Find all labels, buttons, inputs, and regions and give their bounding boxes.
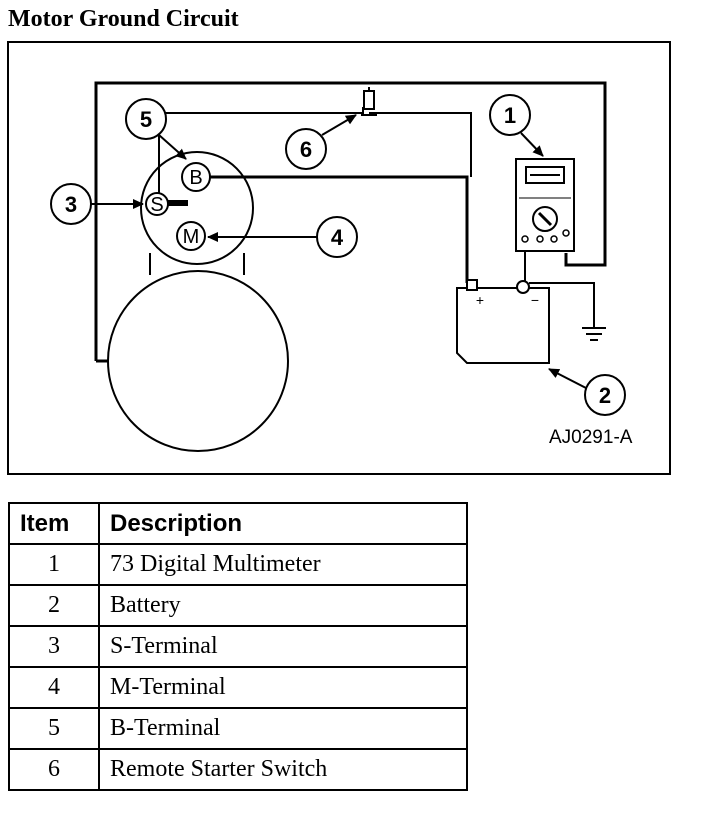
callout-5-number: 5 bbox=[140, 107, 152, 132]
figure-code: AJ0291-A bbox=[549, 427, 633, 448]
legend-table: Item Description 1 73 Digital Multimeter… bbox=[8, 502, 468, 791]
ground-loop-wire bbox=[94, 81, 607, 361]
description-cell: S-Terminal bbox=[98, 625, 468, 668]
legend-header-row: Item Description bbox=[8, 502, 468, 545]
digital-multimeter bbox=[515, 158, 575, 252]
item-cell: 6 bbox=[8, 748, 100, 791]
callout-2: 2 bbox=[548, 368, 626, 416]
callout-6-number: 6 bbox=[300, 137, 312, 162]
callout-4-number: 4 bbox=[331, 225, 344, 250]
b-terminal-label: B bbox=[189, 167, 202, 189]
battery-negative-sign: − bbox=[531, 292, 539, 308]
b-to-battery-wire bbox=[210, 175, 469, 283]
table-row: 3 S-Terminal bbox=[8, 625, 468, 668]
m-terminal: M bbox=[176, 221, 206, 251]
callout-6: 6 bbox=[285, 114, 357, 170]
callout-2-number: 2 bbox=[599, 383, 611, 408]
item-cell: 2 bbox=[8, 584, 100, 627]
m-terminal-label: M bbox=[183, 226, 200, 248]
description-cell: 73 Digital Multimeter bbox=[98, 543, 468, 586]
table-row: 5 B-Terminal bbox=[8, 707, 468, 750]
table-row: 1 73 Digital Multimeter bbox=[8, 543, 468, 586]
callout-1: 1 bbox=[489, 94, 544, 157]
starter-motor bbox=[96, 151, 289, 452]
diagram-svg: B S M bbox=[50, 81, 626, 452]
b-terminal: B bbox=[181, 162, 211, 192]
description-cell: Remote Starter Switch bbox=[98, 748, 468, 791]
table-row: 2 Battery bbox=[8, 584, 468, 627]
description-cell: B-Terminal bbox=[98, 707, 468, 750]
callout-4: 4 bbox=[207, 216, 358, 258]
callout-3: 3 bbox=[50, 183, 144, 225]
s-terminal-label: S bbox=[150, 194, 163, 216]
description-cell: M-Terminal bbox=[98, 666, 468, 709]
item-cell: 3 bbox=[8, 625, 100, 668]
item-cell: 4 bbox=[8, 666, 100, 709]
battery-ground-wire bbox=[529, 282, 595, 328]
callout-1-number: 1 bbox=[504, 103, 516, 128]
switch-to-b-wire bbox=[369, 112, 472, 177]
remote-starter-switch bbox=[361, 87, 377, 116]
page-title: Motor Ground Circuit bbox=[8, 6, 239, 32]
battery-positive-sign: + bbox=[476, 292, 484, 308]
description-cell: Battery bbox=[98, 584, 468, 627]
s-terminal: S bbox=[145, 192, 188, 216]
item-cell: 5 bbox=[8, 707, 100, 750]
table-row: 4 M-Terminal bbox=[8, 666, 468, 709]
table-row: 6 Remote Starter Switch bbox=[8, 748, 468, 791]
item-cell: 1 bbox=[8, 543, 100, 586]
item-column-header: Item bbox=[8, 502, 100, 545]
description-column-header: Description bbox=[98, 502, 468, 545]
circuit-diagram: B S M bbox=[7, 41, 671, 475]
callout-5: 5 bbox=[125, 98, 187, 160]
callout-3-number: 3 bbox=[65, 192, 77, 217]
ground-symbol-icon bbox=[582, 327, 606, 341]
battery: + − bbox=[456, 279, 550, 364]
